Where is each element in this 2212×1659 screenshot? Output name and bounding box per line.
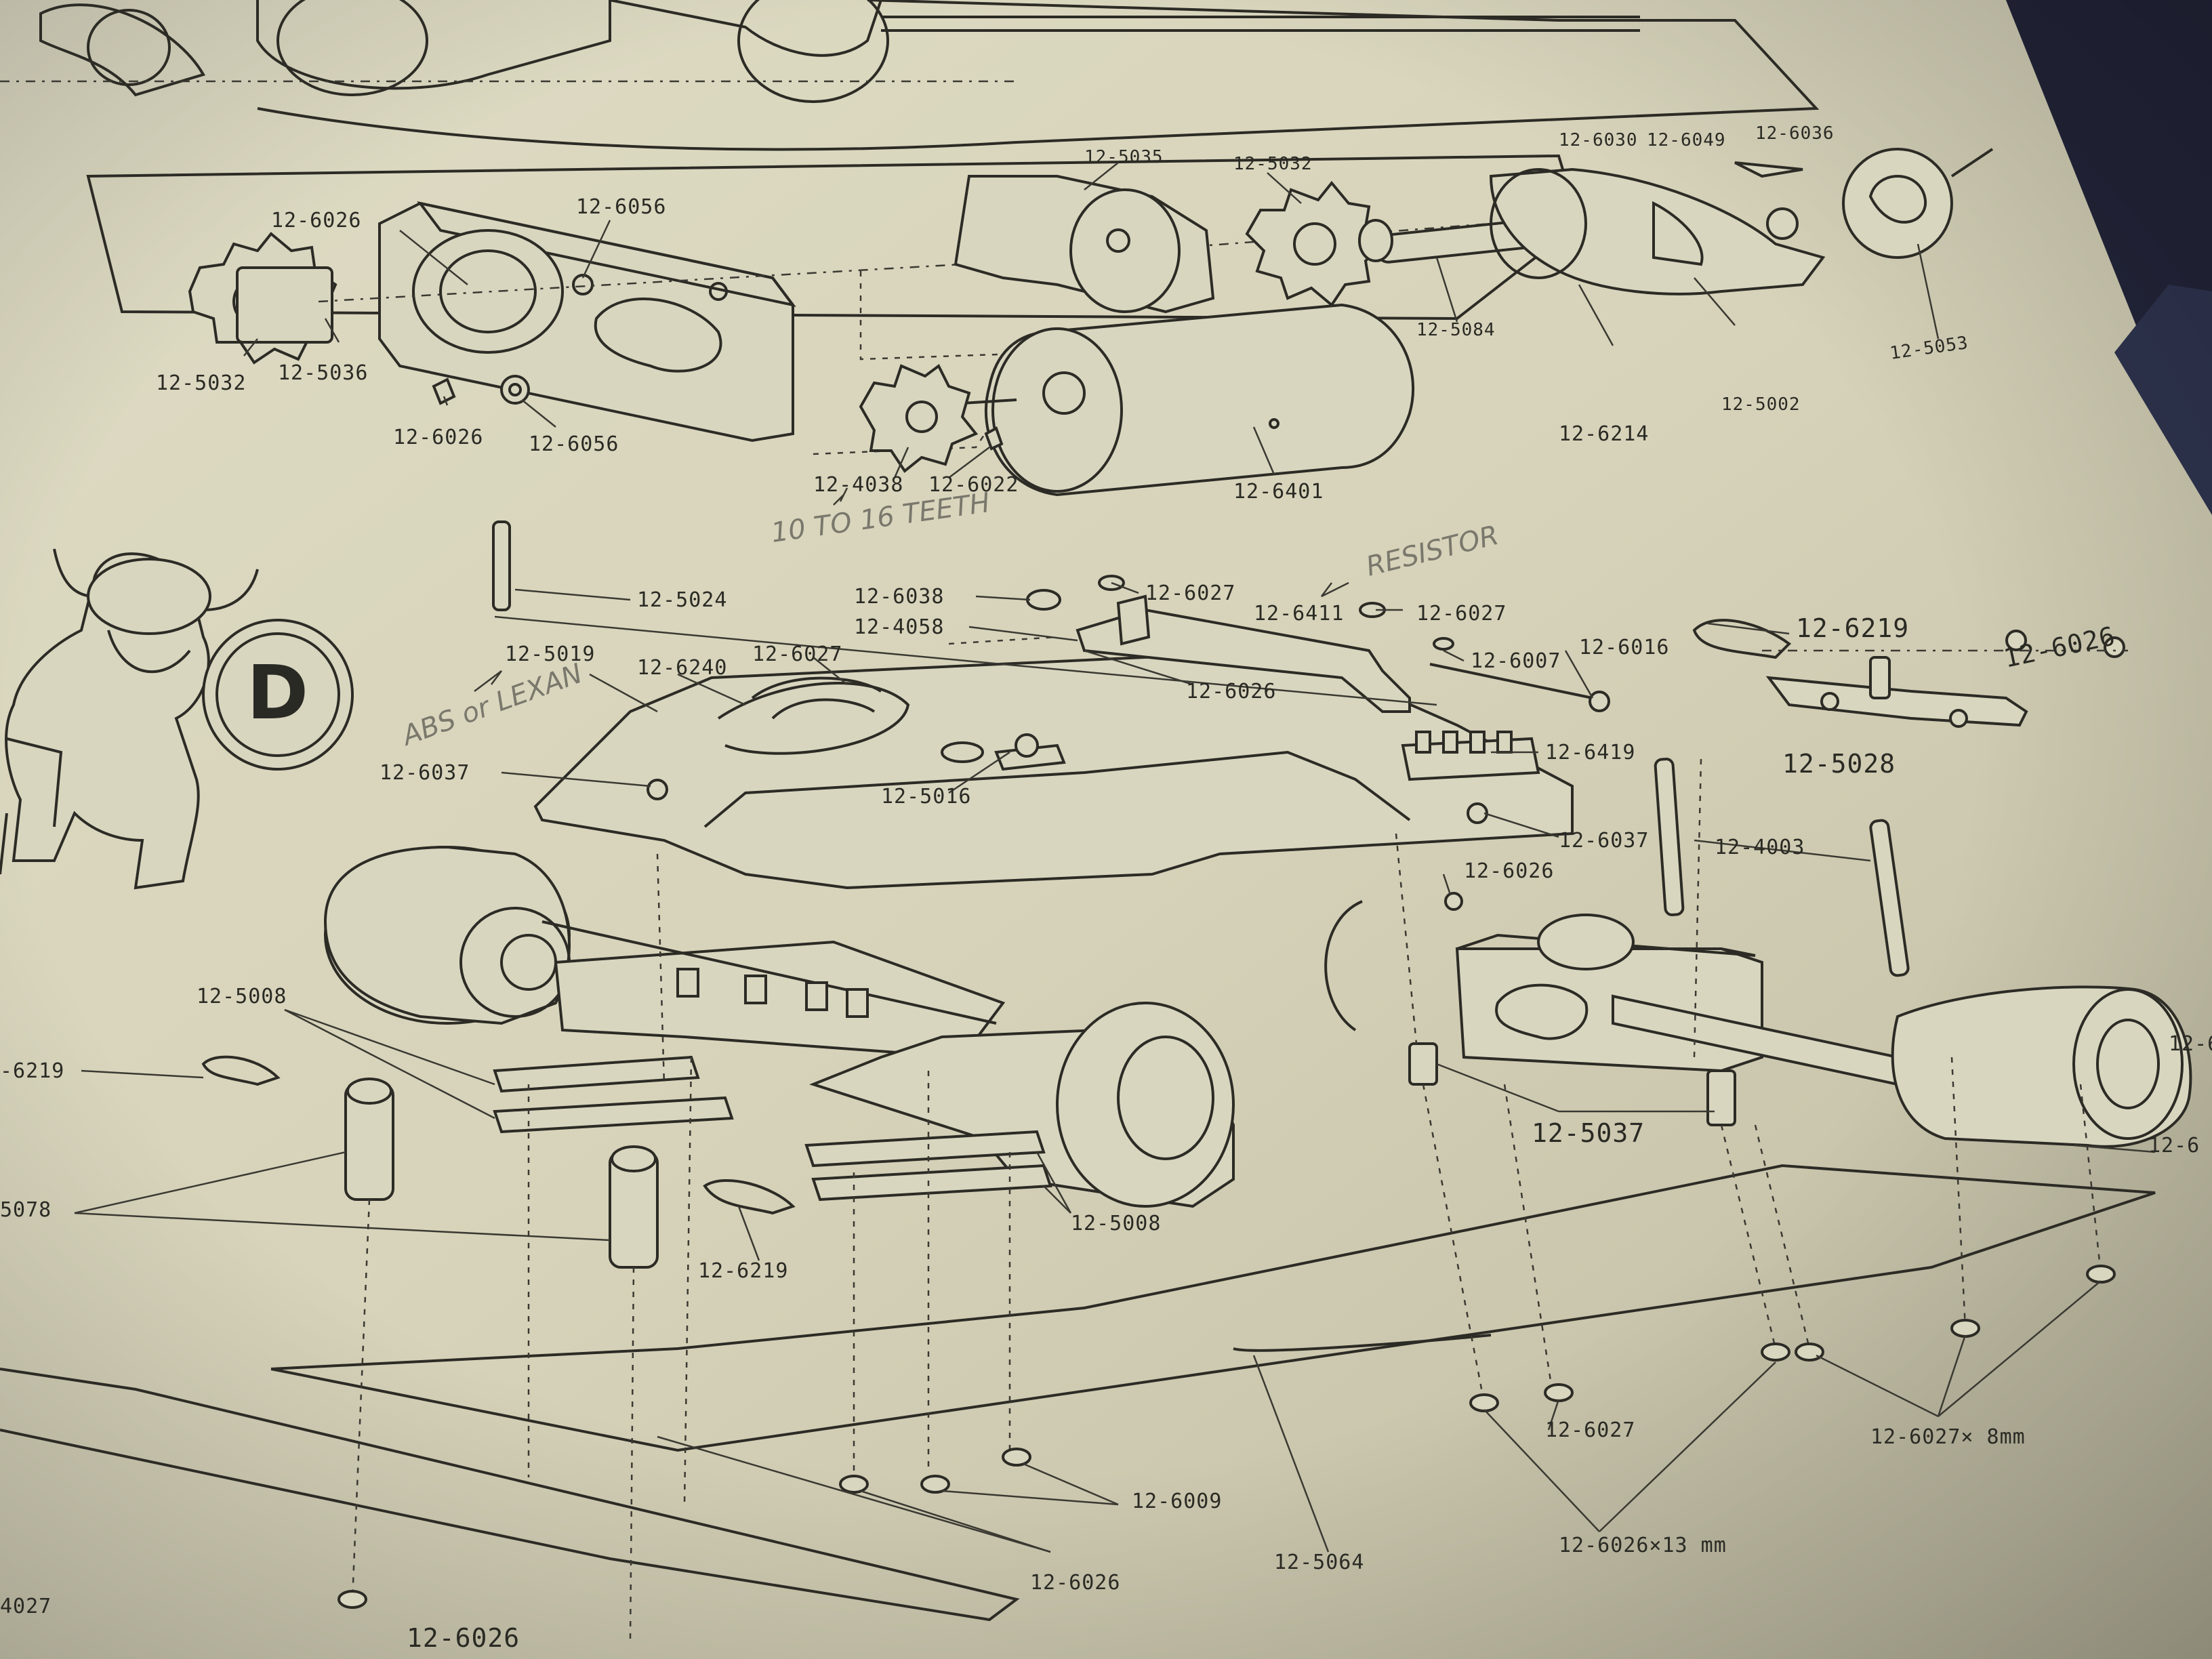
label-12-6-edge-b: 12-6: [2169, 1032, 2212, 1056]
label-12-5053: 12-5053: [1889, 333, 1970, 364]
motor-housing-top: [954, 175, 1215, 314]
rear-pod-assembly: [1324, 892, 2192, 1148]
motor-pinion-gear: [859, 363, 1004, 473]
label-12-6036: 12-6036: [1755, 123, 1835, 144]
label-12-6026-13mm: 12-6026×13 mm: [1559, 1534, 1727, 1557]
label-12-6056-washer: 12-6056: [529, 432, 619, 456]
assembly-drop-lines: [351, 758, 2102, 1641]
label-12-5008-left: 12-5008: [197, 985, 287, 1008]
label-12-6026-screw: 12-6026: [393, 426, 483, 449]
label-12-6030: 12-6030: [1559, 130, 1638, 150]
label-12-6219-guide: 12-6219: [1796, 613, 1909, 643]
note-resistor: RESISTOR: [1363, 520, 1502, 583]
resistor-bar: [1026, 575, 1610, 713]
label-12-6056-top: 12-6056: [576, 195, 666, 219]
label-5078-edge: 5078: [0, 1198, 52, 1222]
front-axle-assembly: [323, 845, 1235, 1208]
label-12-5037: 12-5037: [1532, 1118, 1645, 1148]
label-12-6026-top: 12-6026: [271, 209, 361, 232]
label-12-6401: 12-6401: [1233, 480, 1324, 504]
callout-leader-lines: [74, 162, 2156, 1553]
label-12-6026-bottom: 12-6026: [1030, 1571, 1120, 1595]
label-12-6049: 12-6049: [1647, 130, 1726, 150]
top-assembly-strip: [0, 0, 1820, 151]
note-material: ABS or LEXAN: [396, 658, 587, 753]
shield-letter: D: [247, 649, 309, 736]
label-12-6027-bottom: 12-6027: [1545, 1418, 1635, 1442]
label-12-5084: 12-5084: [1416, 320, 1496, 340]
lower-body-plate: [0, 1164, 2156, 1622]
label-12-6411: 12-6411: [1254, 602, 1344, 626]
label-12-6027-right: 12-6027: [1416, 602, 1507, 626]
label-12-6026-pod: 12-6026: [1464, 859, 1554, 883]
label-12-6214: 12-6214: [1559, 422, 1649, 446]
label-4027-edge: 4027: [0, 1595, 52, 1618]
label-12-5035: 12-5035: [1084, 147, 1164, 167]
rear-axle-hub-assembly: [1358, 148, 1994, 346]
label-12-6038: 12-6038: [854, 585, 944, 609]
motor-pod-plate-panel: [86, 154, 1581, 321]
label-12-6016: 12-6016: [1579, 636, 1669, 659]
guide-flag-assembly: [1692, 619, 2128, 728]
label-12-6240: 12-6240: [637, 656, 727, 680]
label-12-6027-chassis: 12-6027: [752, 642, 842, 666]
label-12-4058: 12-4058: [854, 615, 944, 639]
label-12-5036: 12-5036: [278, 361, 368, 385]
label-12-5008-right: 12-5008: [1071, 1212, 1161, 1235]
label-12-6026-edge: 12-6026: [407, 1623, 520, 1653]
body-mount-posts: [201, 1055, 796, 1269]
label-12-6009: 12-6009: [1132, 1490, 1222, 1513]
label-12-6037-right: 12-6037: [1559, 829, 1649, 853]
label-12-6007: 12-6007: [1471, 649, 1561, 673]
label-12-4038: 12-4038: [813, 473, 903, 497]
label-12-5016: 12-5016: [881, 785, 971, 808]
chassis-pan: [533, 649, 1574, 890]
label-12-5032-left: 12-5032: [156, 371, 246, 395]
label-12-5028: 12-5028: [1782, 749, 1896, 779]
label-12-6022: 12-6022: [928, 473, 1019, 497]
bottom-screws: [337, 1265, 2116, 1609]
label-12-4003: 12-4003: [1715, 836, 1805, 859]
label-12-5019: 12-5019: [505, 642, 595, 666]
can-motor: [962, 303, 1415, 497]
label-12-6027-8mm: 12-6027× 8mm: [1870, 1425, 2026, 1449]
label-12-5032-top: 12-5032: [1233, 154, 1313, 174]
label-12-6419: 12-6419: [1545, 741, 1635, 764]
label-12-6026-guide: 12-6026: [2001, 621, 2118, 674]
label-12-5064: 12-5064: [1274, 1551, 1364, 1574]
label-12-6219-lower: 12-6219: [698, 1259, 788, 1283]
screw-and-washer-bracket: [432, 375, 530, 405]
motor-bracket-block: [378, 201, 796, 443]
label-12-5002: 12-5002: [1721, 394, 1801, 415]
pivot-rods: [1654, 758, 1910, 977]
viking-mascot-image: D: [0, 548, 354, 890]
label-12-6037-left: 12-6037: [380, 761, 470, 785]
guide-pin: [492, 520, 511, 611]
label-12-6026-chassis: 12-6026: [1186, 680, 1276, 703]
label-12-6027-top: 12-6027: [1145, 581, 1235, 605]
pinion-gear-left: [188, 232, 337, 365]
label-12-5024: 12-5024: [637, 588, 727, 612]
label-12-6-edge-a: 12-6: [2148, 1134, 2200, 1158]
part-number-labels: 12-5035 12-5032 12-6030 12-6049 12-6036 …: [0, 123, 2212, 1653]
label-6219-edge: -6219: [0, 1059, 64, 1083]
